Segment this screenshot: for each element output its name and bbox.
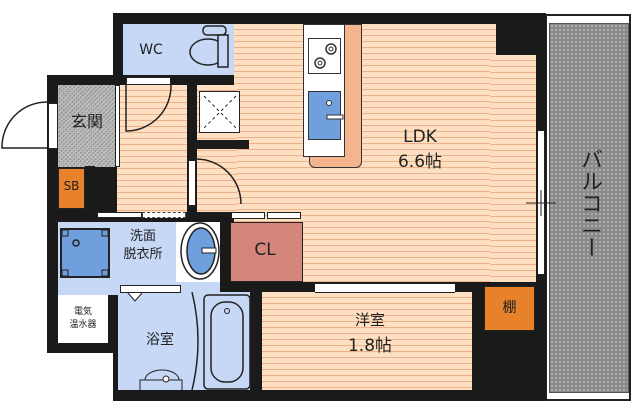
window-cross-icon (526, 190, 556, 216)
balcony-floor (549, 23, 629, 393)
interior-wall (197, 140, 249, 149)
entrance-door-swing-icon (1, 101, 48, 149)
faucet-icon (326, 100, 344, 120)
bathroom-label: 浴室 (146, 332, 174, 348)
bathtub-icon (203, 294, 251, 390)
western-room-size: 1.8帖 (347, 336, 393, 356)
washroom-label: 洗面 (129, 229, 156, 244)
ldk-label: LDK (403, 127, 437, 147)
interior-wall (187, 85, 197, 215)
washroom-lower (58, 283, 108, 295)
closet-door[interactable] (231, 212, 265, 219)
stove (308, 38, 341, 74)
genkan-step (115, 85, 120, 167)
door-swing-icon (195, 158, 242, 205)
storage-x (199, 91, 240, 133)
water-heater (58, 295, 108, 343)
western-room-sliding-door[interactable] (315, 283, 455, 293)
interior-wall (85, 166, 95, 212)
closet-label: CL (254, 240, 276, 260)
closet (230, 222, 303, 282)
wash-basin-icon (176, 222, 220, 282)
western-room-label: 洋室 (354, 311, 385, 329)
sb-label: SB (63, 179, 80, 193)
washroom-label-2: 脱衣所 (123, 247, 163, 262)
washroom-door[interactable] (97, 212, 142, 218)
ldk-size: 6.6帖 (397, 152, 443, 172)
shelf-label: 棚 (502, 300, 517, 316)
door-swing-icon (125, 84, 172, 132)
entrance-door[interactable] (48, 103, 58, 149)
closet-door[interactable] (267, 212, 301, 219)
balcony-label: バルコニー (577, 148, 602, 258)
stove-burner-icon (314, 43, 337, 69)
washing-machine (60, 228, 110, 278)
wc-label: WC (139, 42, 163, 58)
bathroom-door[interactable] (120, 285, 181, 293)
bathroom-partition-icon (127, 291, 199, 391)
water-heater-label-2: 温水器 (69, 320, 97, 330)
ldk-door[interactable] (188, 160, 196, 206)
storage-x-icon (203, 95, 237, 129)
toilet-icon (189, 25, 229, 68)
ldk-floor-right (490, 55, 536, 282)
shoe-box (58, 168, 85, 209)
genkan (58, 85, 116, 167)
water-heater-label: 電気 (73, 307, 92, 317)
western-room (262, 292, 472, 390)
washing-machine-icon (61, 229, 109, 277)
shelf (484, 286, 535, 331)
washroom-sliding-door[interactable] (142, 212, 186, 218)
kitchen-sink (308, 91, 344, 140)
wc-door[interactable] (126, 77, 171, 85)
genkan-label: 玄関 (70, 112, 103, 131)
